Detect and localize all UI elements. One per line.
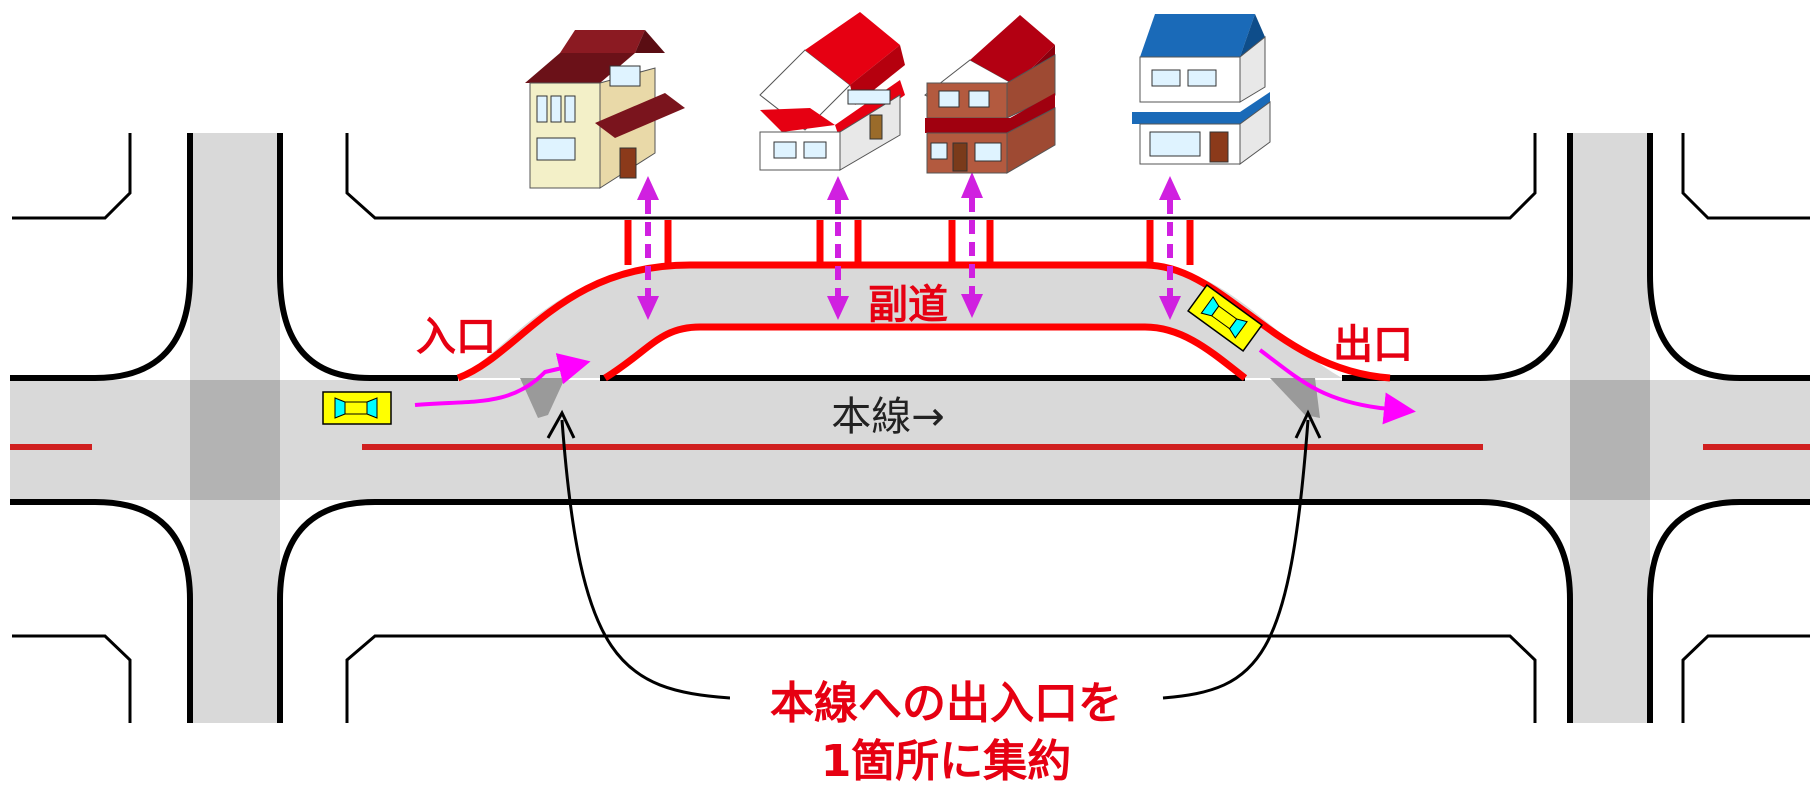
block-outline-top (345, 133, 1537, 220)
frontage-inner-edge (603, 323, 1248, 381)
access-arrows (637, 172, 1181, 320)
block-outline-bottom (345, 634, 1537, 723)
curb-bottom-middle (277, 499, 1573, 723)
intersection-left (190, 380, 280, 500)
curb-top-left-corner (10, 133, 193, 381)
car-frontage (1187, 284, 1263, 352)
house-4 (1132, 14, 1271, 165)
caption-line-1: 本線への出入口を (770, 678, 1122, 729)
driveway-3 (948, 220, 994, 265)
curb-bottom-left-corner (10, 499, 193, 723)
driveway-2 (816, 220, 862, 265)
curb-top-right-corner (1342, 133, 1573, 381)
caption-background (730, 670, 1160, 785)
house-1 (525, 30, 685, 189)
callout-arrow-entrance (560, 419, 731, 700)
merge-shadow (520, 378, 565, 418)
driveway-4 (1146, 220, 1194, 265)
intersection-right (1570, 380, 1650, 500)
main-road (10, 380, 1810, 500)
frontage-outer-edge (456, 261, 1391, 382)
callout-arrowhead-entrance (546, 409, 576, 439)
callout-arrowhead-exit (1294, 409, 1322, 439)
curb-bottom-far-right (1647, 499, 1810, 723)
house-2 (759, 12, 905, 171)
curb-top-middle-corner (277, 133, 458, 381)
frontage-road-surface (458, 265, 1342, 378)
callout-arrow-exit (1162, 419, 1310, 700)
car-mainline (322, 391, 392, 425)
frontage-road-outline (456, 220, 1391, 382)
access-arrow-1 (637, 176, 659, 320)
curb-top-left (12, 133, 132, 220)
access-arrow-4 (1159, 176, 1181, 320)
diverge-shadow (1270, 378, 1320, 418)
road-surfaces (10, 133, 1810, 723)
callout-arrows (546, 409, 1322, 700)
curbs (10, 133, 1810, 723)
caption-line-2: 1箇所に集約 (821, 736, 1072, 787)
exit-path-arrow (1258, 348, 1416, 425)
entry-path-arrow (414, 353, 591, 407)
access-arrow-3 (961, 172, 983, 318)
block-outline-bottom-far-right (1681, 634, 1810, 723)
driveway-1 (624, 220, 672, 265)
block-outline-far-right (1681, 133, 1810, 220)
curb-far-right-corner (1647, 133, 1810, 381)
block-outline-bottom-left (12, 634, 132, 723)
frontage-road-label: 副道 (868, 282, 948, 328)
vehicle-paths (414, 348, 1416, 425)
access-arrow-2 (827, 176, 849, 320)
mainline-label: 本線→ (831, 394, 945, 440)
house-3 (924, 15, 1056, 174)
exit-label: 出口 (1333, 322, 1413, 368)
entrance-label: 入口 (416, 314, 496, 360)
